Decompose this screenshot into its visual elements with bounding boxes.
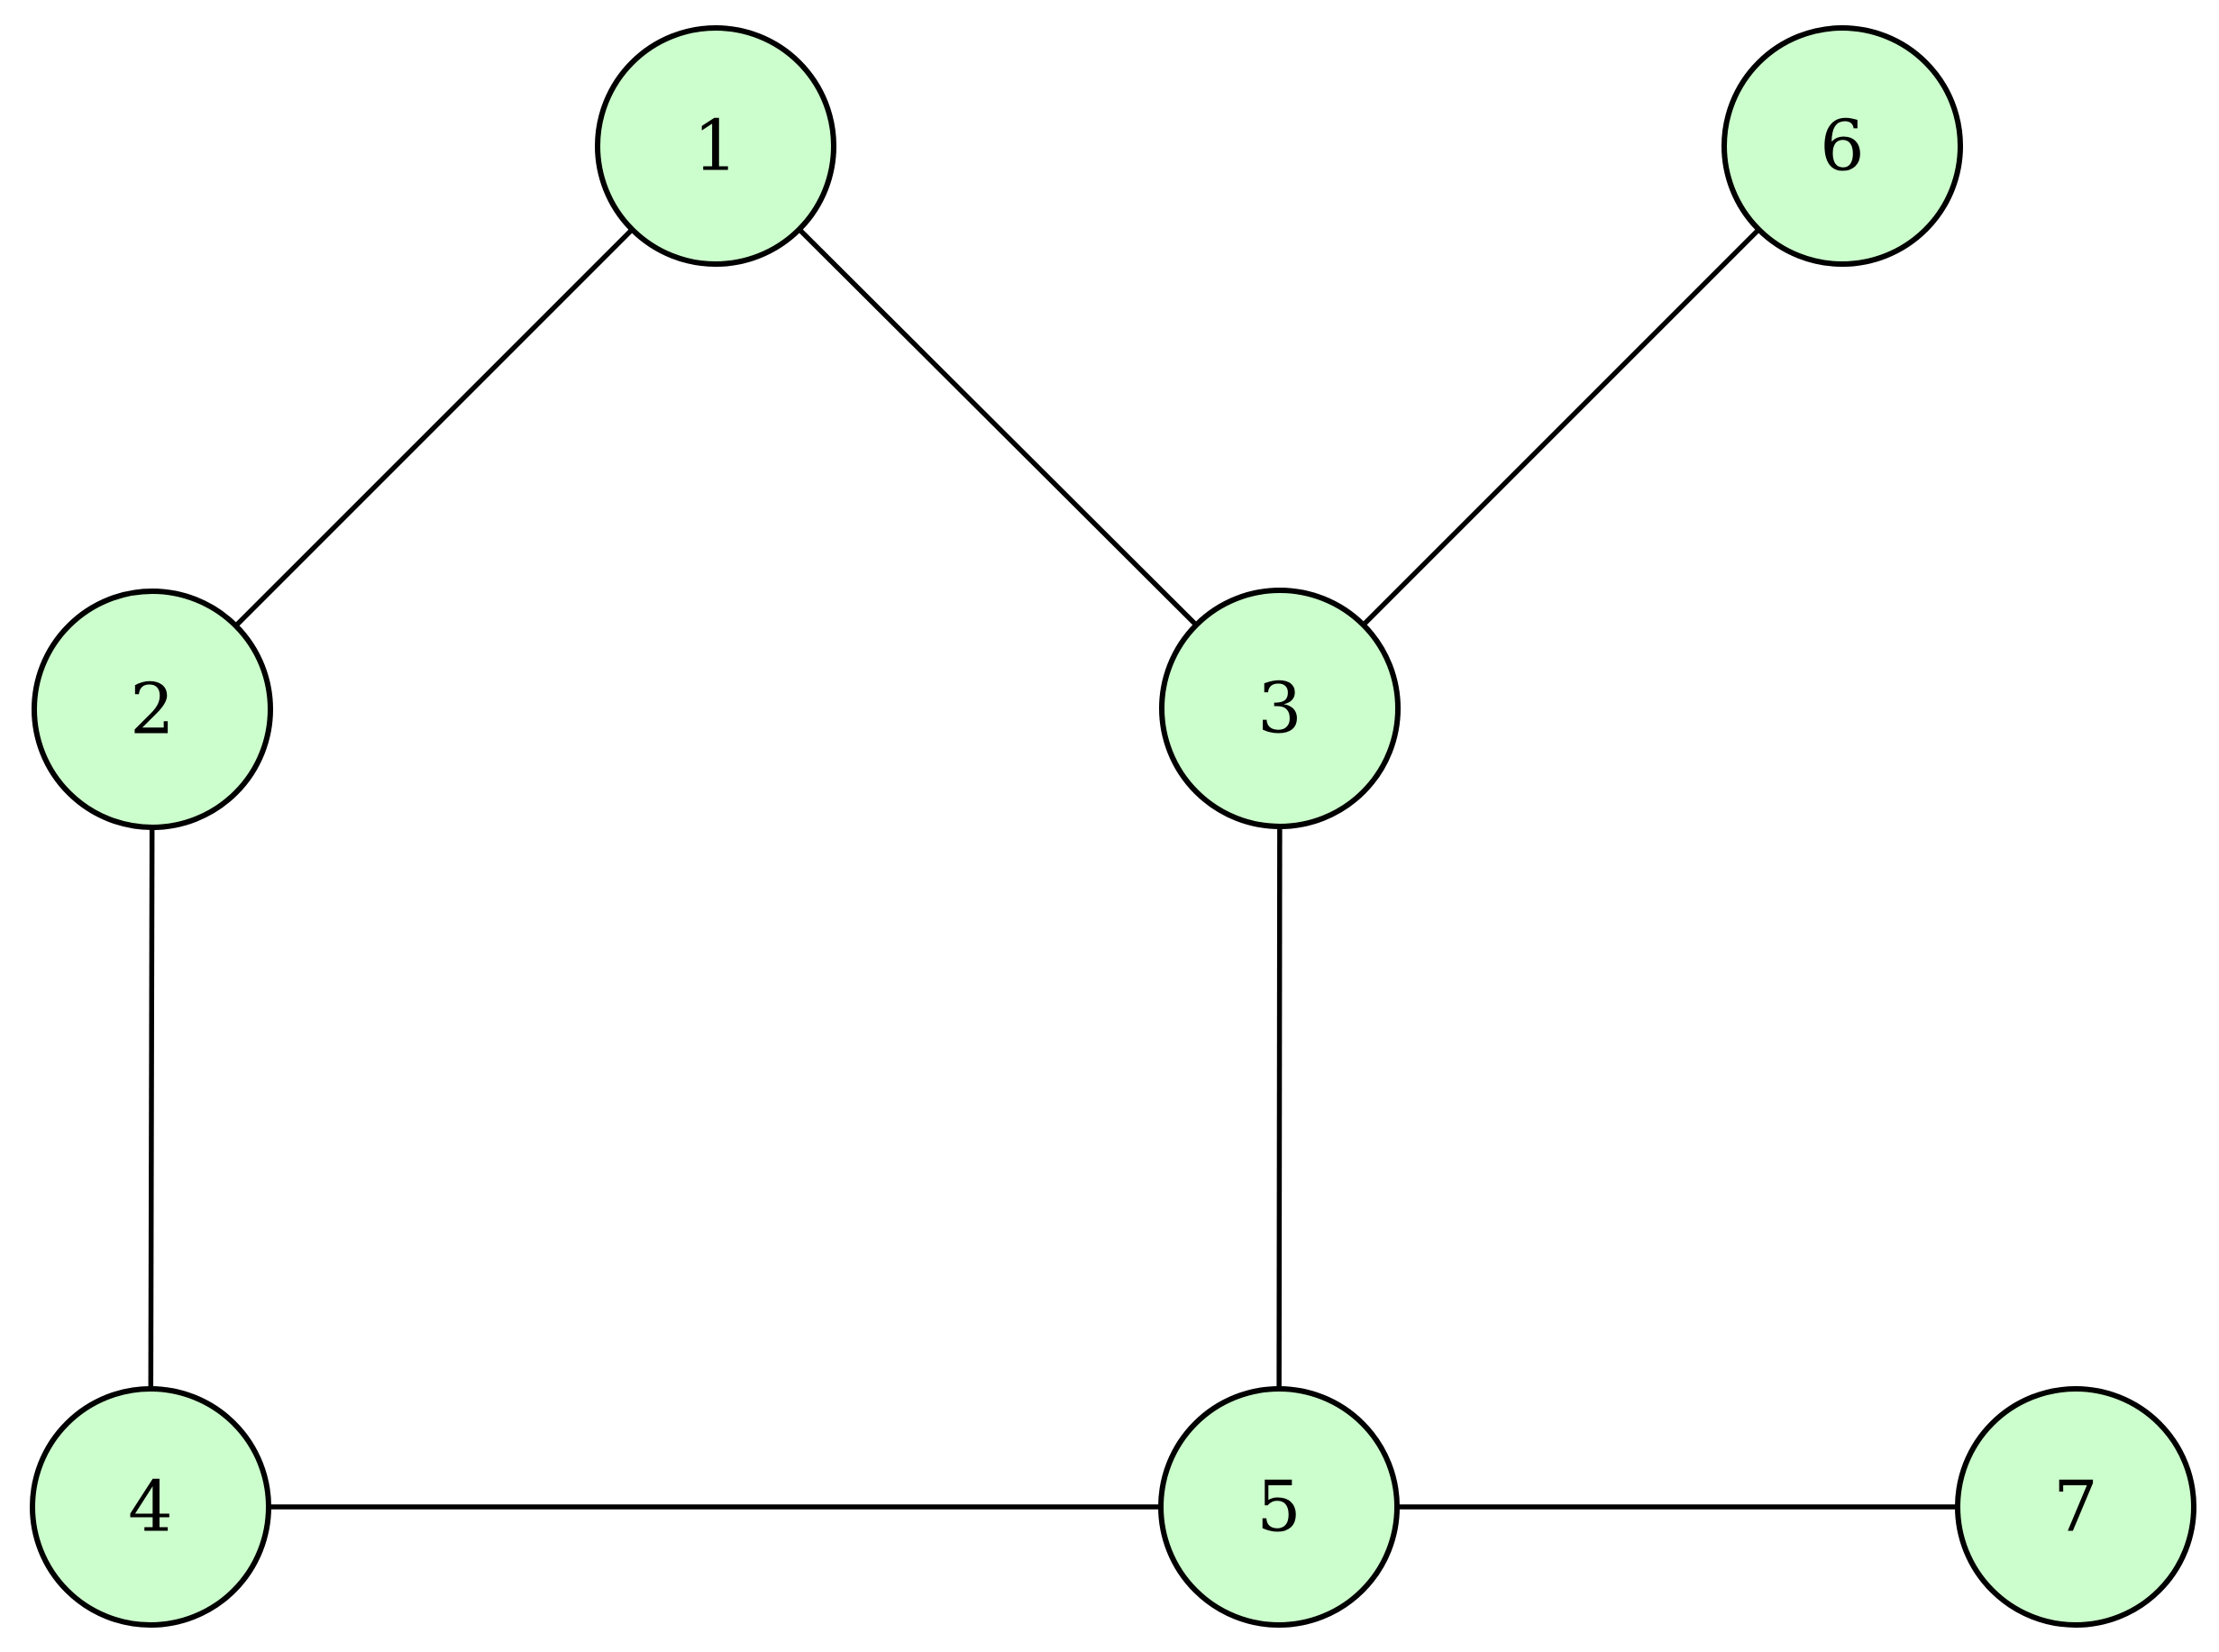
node-label-6: 6 bbox=[1820, 106, 1865, 187]
node-circle-5 bbox=[1158, 1386, 1400, 1628]
node-label-3: 3 bbox=[1257, 669, 1302, 750]
graph-node-4: 4 bbox=[30, 1386, 271, 1628]
node-circle-7 bbox=[1955, 1386, 2196, 1628]
node-label-2: 2 bbox=[130, 670, 175, 751]
node-circle-1 bbox=[595, 25, 836, 267]
node-circle-6 bbox=[1721, 25, 1963, 267]
graph-node-2: 2 bbox=[32, 589, 273, 830]
nodes-layer: 1 2 3 4 5 6 7 bbox=[30, 25, 2196, 1628]
edge-2-4 bbox=[148, 708, 155, 1508]
edge-3-5 bbox=[1276, 707, 1283, 1508]
edges-layer bbox=[148, 144, 2076, 1510]
edge-1-3 bbox=[714, 144, 1282, 710]
graph-node-3: 3 bbox=[1159, 588, 1401, 829]
node-circle-3 bbox=[1159, 588, 1401, 829]
edge-1-2 bbox=[151, 144, 717, 711]
edge-3-6 bbox=[1278, 144, 1844, 710]
node-circle-2 bbox=[32, 589, 273, 830]
node-label-5: 5 bbox=[1256, 1467, 1301, 1548]
node-label-7: 7 bbox=[2053, 1467, 2098, 1548]
graph-node-1: 1 bbox=[595, 25, 836, 267]
graph-node-6: 6 bbox=[1721, 25, 1963, 267]
node-circle-4 bbox=[30, 1386, 271, 1628]
node-label-4: 4 bbox=[128, 1467, 173, 1548]
graph-node-7: 7 bbox=[1955, 1386, 2196, 1628]
node-label-1: 1 bbox=[693, 106, 738, 187]
graph-node-5: 5 bbox=[1158, 1386, 1400, 1628]
